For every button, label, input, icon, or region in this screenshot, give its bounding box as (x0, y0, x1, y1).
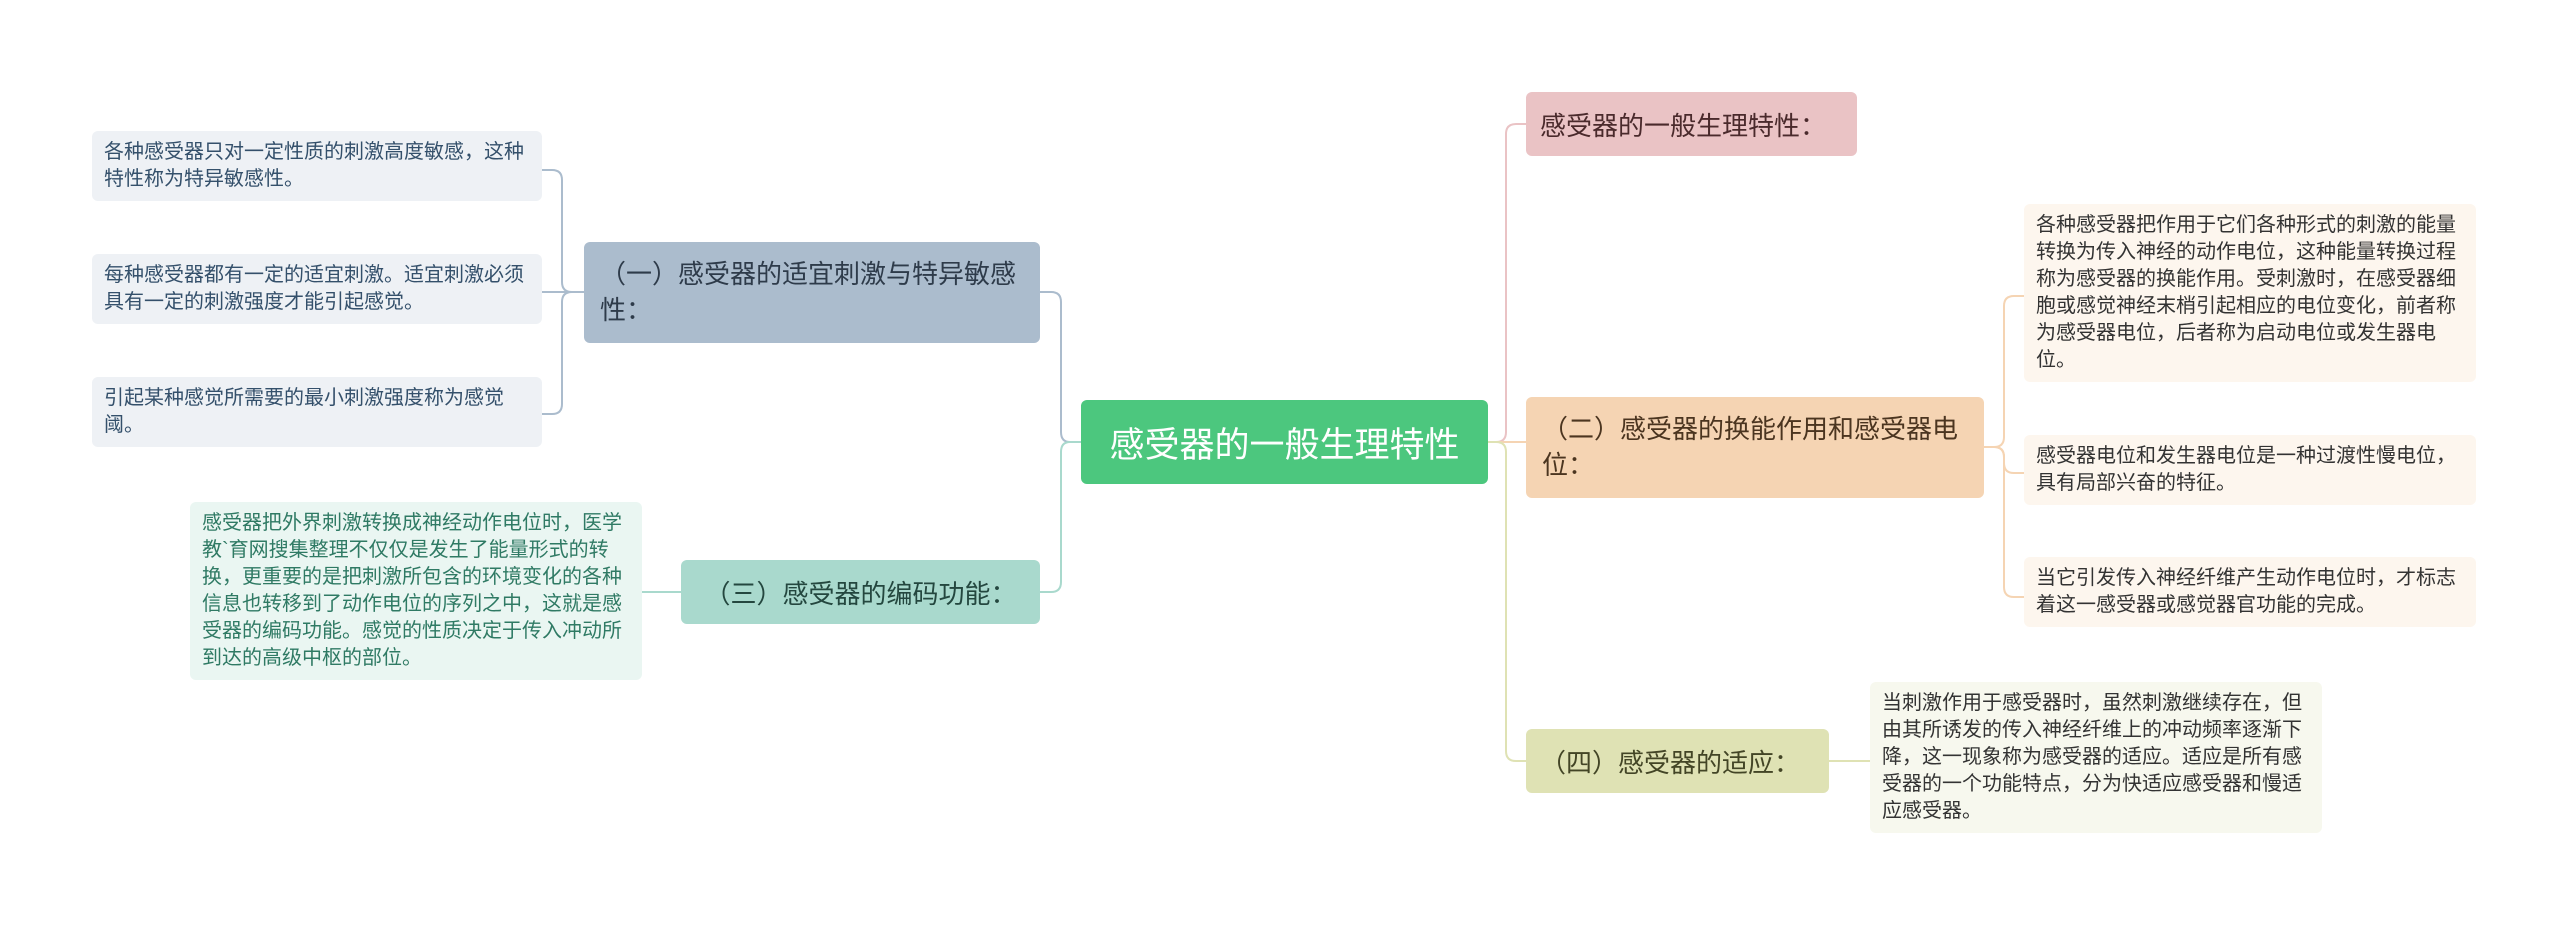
branch-topic-2-label: （二）感受器的换能作用和感受器电位： (1542, 414, 1959, 480)
leaf-topic-graded-potential[interactable]: 感受器电位和发生器电位是一种过渡性慢电位，具有局部兴奋的特征。 (2024, 435, 2476, 505)
leaf-topic-encoding[interactable]: 感受器把外界刺激转换成神经动作电位时，医学教`育网搜集整理不仅仅是发生了能量形式… (190, 502, 642, 680)
branch-topic-1-label: （一）感受器的适宜刺激与特异敏感性： (600, 259, 1017, 325)
edge-b2-l7 (1984, 446, 2024, 598)
leaf-topic-adaptation[interactable]: 当刺激作用于感受器时，虽然刺激继续存在，但由其所诱发的传入神经纤维上的冲动频率逐… (1870, 682, 2322, 833)
leaf-text: 当它引发传入神经纤维产生动作电位时，才标志着这一感受器或感觉器官功能的完成。 (2036, 567, 2456, 616)
edge-root-b0 (1488, 123, 1526, 443)
branch-topic-1[interactable]: （一）感受器的适宜刺激与特异敏感性： (584, 242, 1040, 343)
branch-topic-0[interactable]: 感受器的一般生理特性： (1526, 92, 1857, 156)
branch-topic-3[interactable]: （三）感受器的编码功能： (681, 560, 1040, 624)
branch-topic-4-label: （四）感受器的适应： (1540, 747, 1801, 778)
leaf-text: 引起某种感觉所需要的最小刺激强度称为感觉阈。 (104, 387, 504, 436)
leaf-text: 感受器电位和发生器电位是一种过渡性慢电位，具有局部兴奋的特征。 (2036, 445, 2456, 494)
edge-b1-l1 (542, 169, 584, 293)
leaf-text: 当刺激作用于感受器时，虽然刺激继续存在，但由其所诱发的传入神经纤维上的冲动频率逐… (1882, 692, 2302, 822)
leaf-topic-specific-sensitivity[interactable]: 各种感受器只对一定性质的刺激高度敏感，这种特性称为特异敏感性。 (92, 131, 542, 201)
branch-topic-0-label: 感受器的一般生理特性： (1540, 110, 1827, 141)
branch-topic-2[interactable]: （二）感受器的换能作用和感受器电位： (1526, 397, 1984, 498)
leaf-topic-adequate-stimulus[interactable]: 每种感受器都有一定的适宜刺激。适宜刺激必须具有一定的刺激强度才能引起感觉。 (92, 254, 542, 324)
leaf-text: 感受器把外界刺激转换成神经动作电位时，医学教`育网搜集整理不仅仅是发生了能量形式… (202, 512, 622, 669)
edge-b2-l5 (1984, 295, 2024, 448)
root-topic[interactable]: 感受器的一般生理特性 (1081, 400, 1488, 484)
root-topic-label: 感受器的一般生理特性 (1109, 425, 1460, 465)
edge-b1-l3 (542, 291, 584, 415)
leaf-topic-action-potential[interactable]: 当它引发传入神经纤维产生动作电位时，才标志着这一感受器或感觉器官功能的完成。 (2024, 557, 2476, 627)
leaf-text: 各种感受器只对一定性质的刺激高度敏感，这种特性称为特异敏感性。 (104, 141, 524, 190)
edge-root-b4 (1488, 441, 1526, 762)
edge-root-b3 (1040, 441, 1081, 593)
leaf-topic-transduction[interactable]: 各种感受器把作用于它们各种形式的刺激的能量转换为传入神经的动作电位，这种能量转换… (2024, 204, 2476, 382)
branch-topic-3-label: （三）感受器的编码功能： (704, 578, 1017, 609)
leaf-text: 每种感受器都有一定的适宜刺激。适宜刺激必须具有一定的刺激强度才能引起感觉。 (104, 264, 524, 313)
branch-topic-4[interactable]: （四）感受器的适应： (1526, 729, 1829, 793)
leaf-topic-sensory-threshold[interactable]: 引起某种感觉所需要的最小刺激强度称为感觉阈。 (92, 377, 542, 447)
leaf-text: 各种感受器把作用于它们各种形式的刺激的能量转换为传入神经的动作电位，这种能量转换… (2036, 214, 2456, 371)
edge-root-b1 (1040, 291, 1081, 443)
